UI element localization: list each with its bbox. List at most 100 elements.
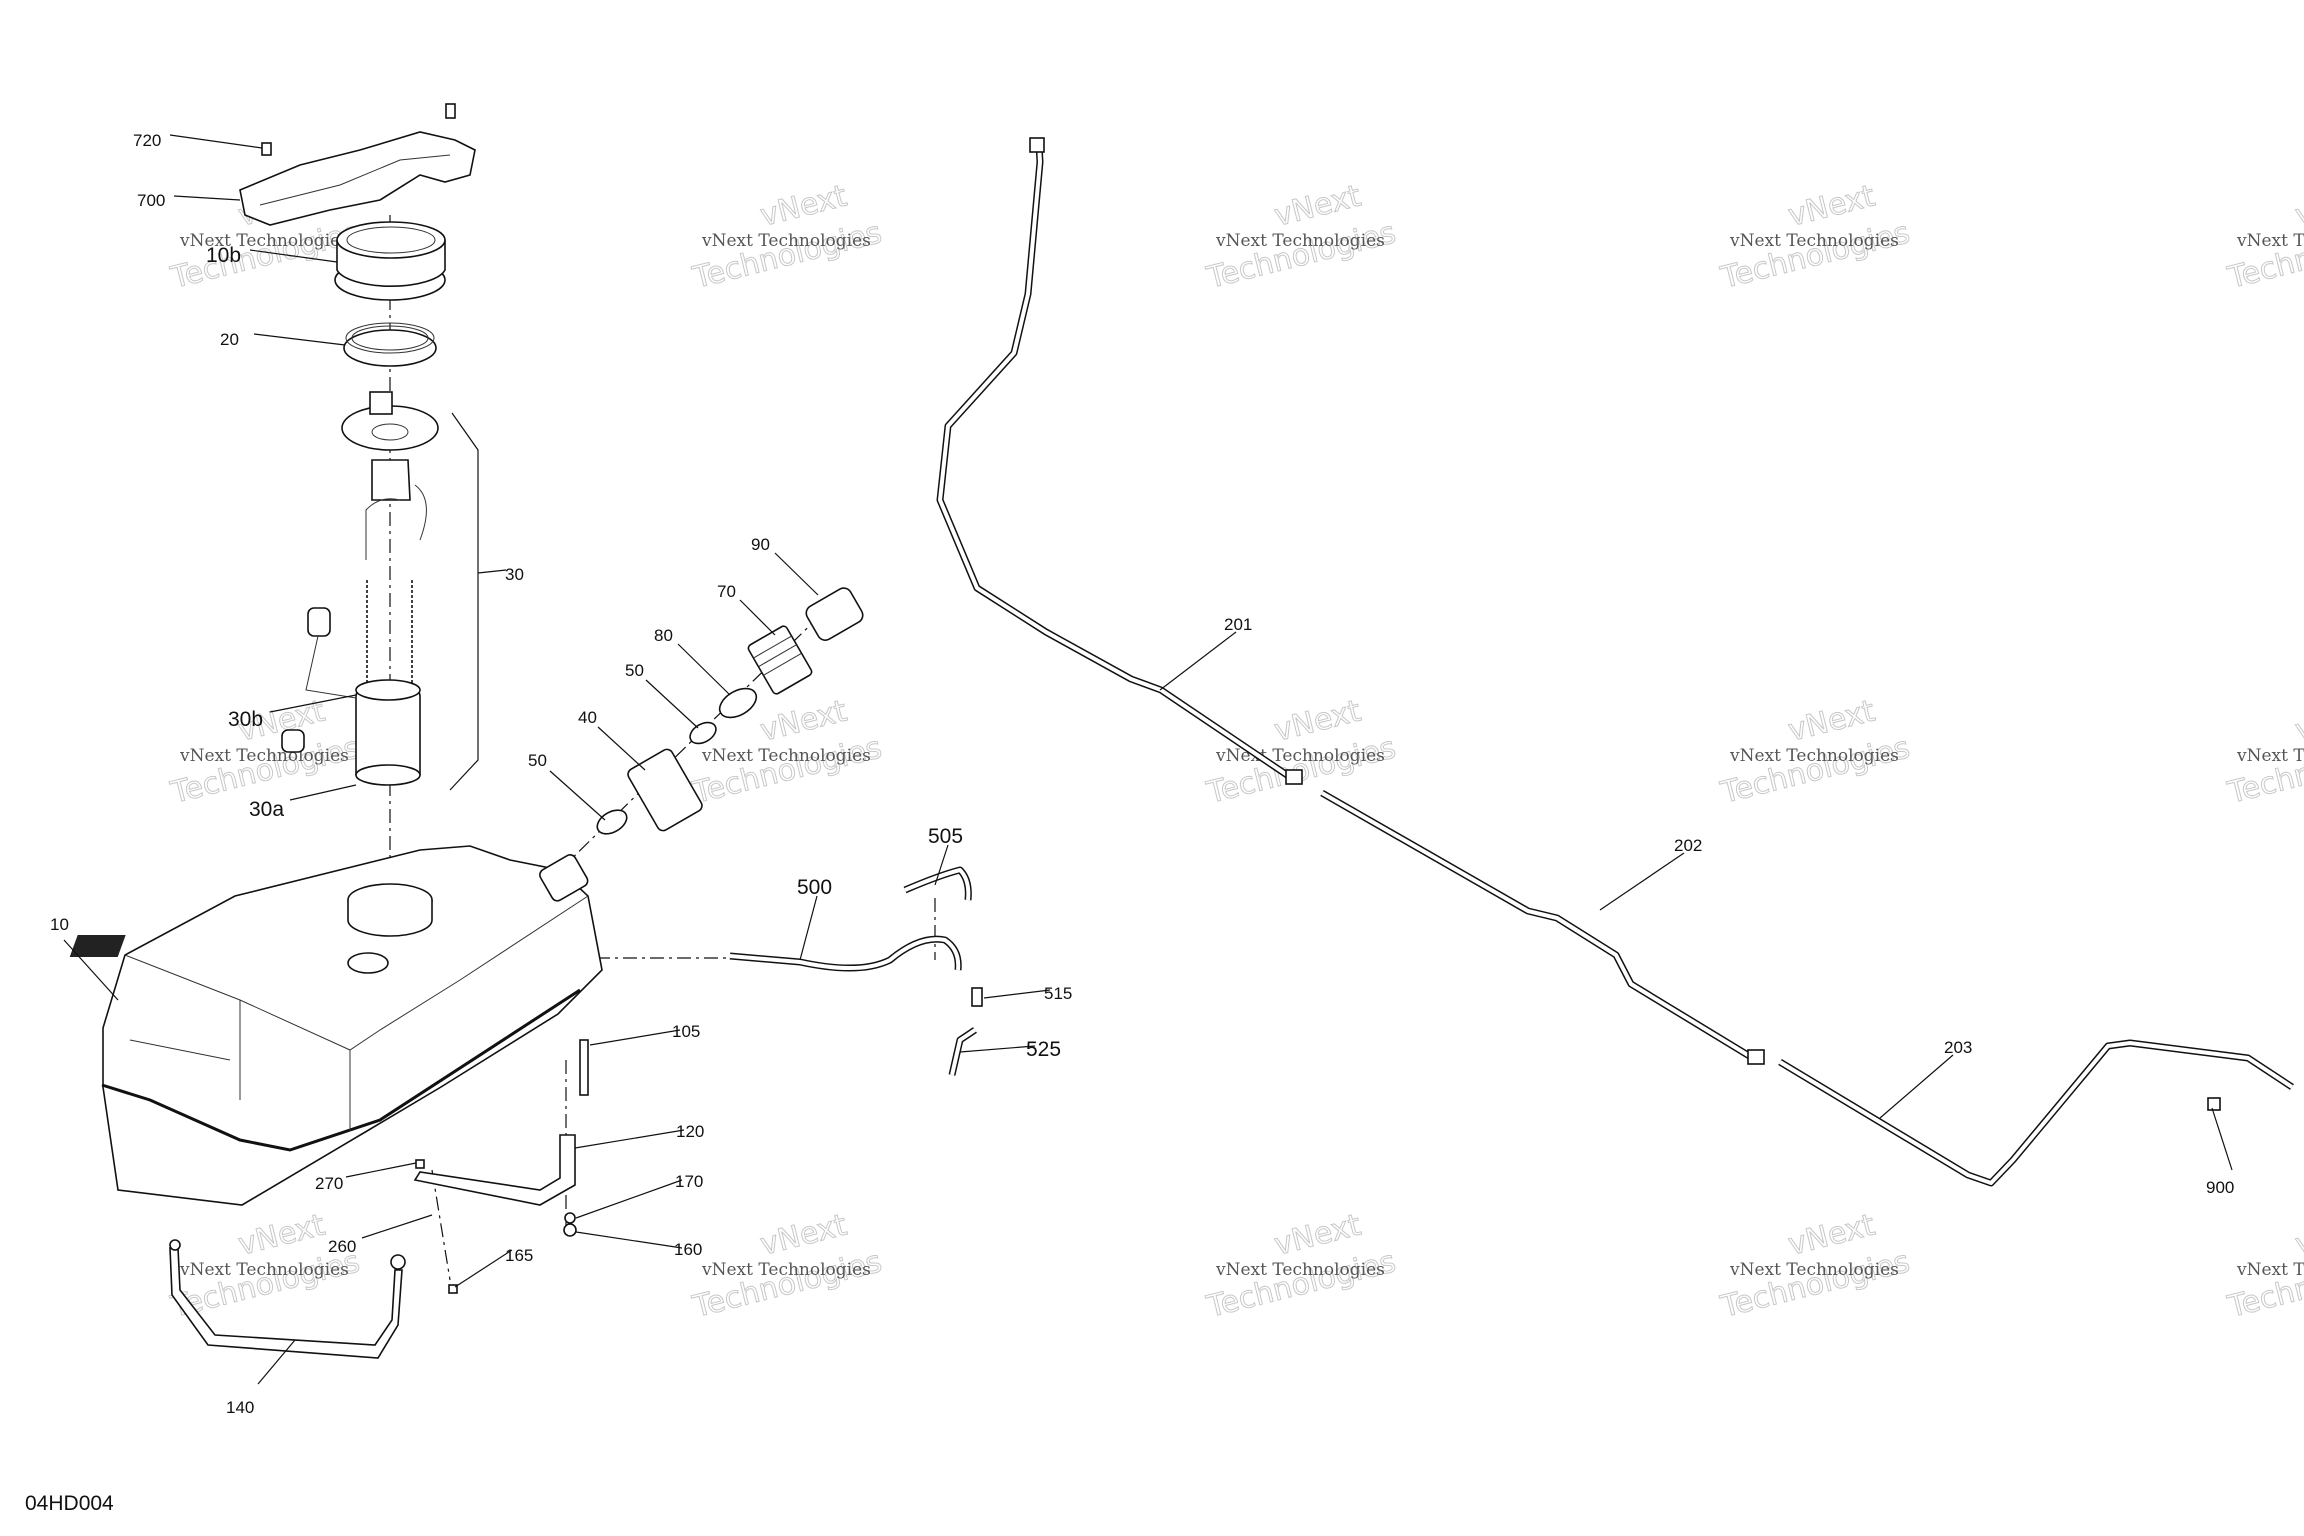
part-700-bracket[interactable] xyxy=(239,103,476,226)
part-140-strap xyxy=(169,1247,403,1359)
watermark-text: vNext Technologies xyxy=(1215,231,1385,251)
label-plate-icon xyxy=(69,935,126,957)
part-515-valve xyxy=(971,987,983,1007)
watermark-text: vNext xyxy=(2292,179,2304,234)
watermark-text: vNext Technologies xyxy=(2236,231,2304,251)
callout-30[interactable]: 30 xyxy=(505,565,524,584)
callout-140[interactable]: 140 xyxy=(226,1398,254,1417)
callout-900[interactable]: 900 xyxy=(2206,1178,2234,1197)
callout-50-upper[interactable]: 50 xyxy=(625,661,644,680)
watermark-text: vNext Technologies xyxy=(701,746,871,766)
callout-515[interactable]: 515 xyxy=(1044,984,1072,1003)
callout-270[interactable]: 270 xyxy=(315,1174,343,1193)
filler-neck-parts[interactable] xyxy=(593,585,866,838)
watermark-text: Technologies xyxy=(2224,730,2304,811)
callout-505[interactable]: 505 xyxy=(928,825,963,848)
part-20-seal[interactable] xyxy=(343,322,437,367)
watermark-text: vNext Technologies xyxy=(179,231,349,251)
watermark-text: vNext Technologies xyxy=(701,1260,871,1280)
part-170-washer xyxy=(564,1212,576,1224)
watermark-text: vNext Technologies xyxy=(1729,1260,1899,1280)
part-10b-lock-ring[interactable] xyxy=(334,221,446,301)
part-50-clamp xyxy=(689,721,717,745)
fuel-lines[interactable] xyxy=(936,137,2294,1187)
part-160-nut xyxy=(563,1223,577,1237)
part-40-hose xyxy=(627,748,703,832)
diagram-code: 04HD004 xyxy=(25,1492,114,1515)
callout-10b[interactable]: 10b xyxy=(206,244,241,267)
callout-202[interactable]: 202 xyxy=(1674,836,1702,855)
watermark-text: vNext Technologies xyxy=(179,1260,349,1280)
watermark-text: vNext Technologies xyxy=(179,746,349,766)
callout-720[interactable]: 720 xyxy=(133,131,161,150)
watermark-text: vNext Technologies xyxy=(1215,1260,1385,1280)
callout-700[interactable]: 700 xyxy=(137,191,165,210)
part-30b-sender xyxy=(281,729,305,753)
part-500-hose xyxy=(729,935,962,972)
vent-hoses[interactable] xyxy=(729,866,983,1076)
callout-labels: 720 700 10b 20 30 30b 30a 90 70 80 50 40… xyxy=(25,131,2234,1515)
watermark-text: vNext Technologies xyxy=(2236,1260,2304,1280)
callout-80[interactable]: 80 xyxy=(654,626,673,645)
watermark-text: vNext Technologies xyxy=(701,231,871,251)
watermark-text: vNext Technologies xyxy=(1729,746,1899,766)
callout-70[interactable]: 70 xyxy=(717,582,736,601)
callout-260[interactable]: 260 xyxy=(328,1237,356,1256)
callout-525[interactable]: 525 xyxy=(1026,1038,1061,1061)
watermark-text: Technologies xyxy=(2224,1244,2304,1325)
callout-50-lower[interactable]: 50 xyxy=(528,751,547,770)
callout-500[interactable]: 500 xyxy=(797,876,832,899)
leader-lines xyxy=(63,134,2233,1385)
part-70-neck xyxy=(747,625,813,695)
callout-165[interactable]: 165 xyxy=(505,1246,533,1265)
part-90-cap xyxy=(805,587,864,641)
watermark-text: vNext Technologies xyxy=(2236,746,2304,766)
watermark-text: vNext xyxy=(2292,1208,2304,1263)
part-900-clip xyxy=(2207,1097,2221,1111)
callout-30b[interactable]: 30b xyxy=(228,708,263,731)
bolt-icon xyxy=(445,103,456,119)
part-203-fuel-line xyxy=(1778,1039,2294,1187)
part-50-clamp-lower xyxy=(596,809,628,835)
callout-170[interactable]: 170 xyxy=(675,1172,703,1191)
part-165-nut xyxy=(448,1284,458,1294)
callout-90[interactable]: 90 xyxy=(751,535,770,554)
part-120-strap xyxy=(413,1134,576,1206)
float-icon xyxy=(307,607,331,637)
part-105-bolt xyxy=(579,1039,589,1096)
mounting-hardware[interactable] xyxy=(169,1039,589,1359)
callout-203[interactable]: 203 xyxy=(1944,1038,1972,1057)
part-30a-filter xyxy=(355,764,421,786)
callout-30a[interactable]: 30a xyxy=(249,798,284,821)
callout-40[interactable]: 40 xyxy=(578,708,597,727)
callout-201[interactable]: 201 xyxy=(1224,615,1252,634)
callout-160[interactable]: 160 xyxy=(674,1240,702,1259)
callout-105[interactable]: 105 xyxy=(672,1022,700,1041)
watermark-text: vNext Technologies xyxy=(1215,746,1385,766)
watermark-text: vNext xyxy=(2292,694,2304,749)
part-270-clip xyxy=(415,1159,425,1169)
callout-10[interactable]: 10 xyxy=(50,915,69,934)
callout-20[interactable]: 20 xyxy=(220,330,239,349)
part-80-nut xyxy=(718,687,758,719)
watermark-text: vNext Technologies xyxy=(1729,231,1899,251)
callout-120[interactable]: 120 xyxy=(676,1122,704,1141)
watermark-text: Technologies xyxy=(2224,215,2304,296)
part-30-fuel-pump-module[interactable] xyxy=(281,391,479,791)
part-10-fuel-tank[interactable] xyxy=(69,845,603,1206)
